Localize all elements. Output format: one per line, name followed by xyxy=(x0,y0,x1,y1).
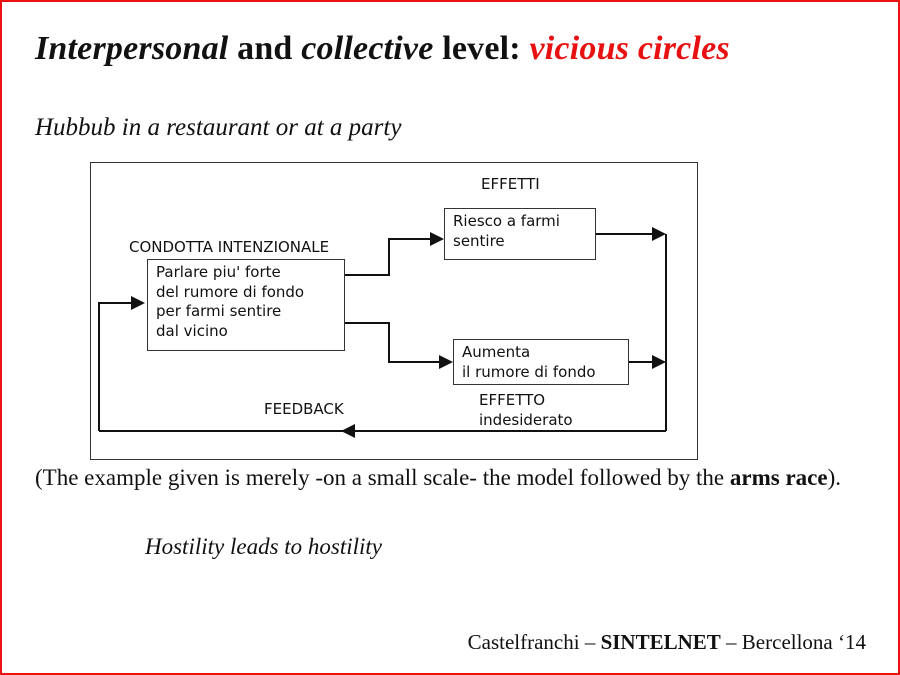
label-effetti: EFFETTI xyxy=(481,175,540,193)
box-intentional-conduct: Parlare piu' forte del rumore di fondo p… xyxy=(147,259,345,351)
note-prefix: (The example given is merely -on a small… xyxy=(35,465,730,490)
note-suffix: ). xyxy=(827,465,842,490)
arrow-conduct-to-undesired xyxy=(345,322,439,363)
footer-credit: Castelfranchi – SINTELNET – Bercellona ‘… xyxy=(468,630,866,655)
line-left-rail xyxy=(98,302,133,431)
arrowhead-into-undesired xyxy=(439,355,453,369)
slide-subtitle: Hubbub in a restaurant or at a party xyxy=(35,114,402,141)
slide-title: Interpersonal and collective level: vici… xyxy=(35,30,730,68)
footer-author: Castelfranchi – xyxy=(467,630,601,654)
arrow-conduct-to-desired xyxy=(345,238,430,276)
box-desired-effect: Riesco a farmi sentire xyxy=(444,208,596,260)
diagram-frame: EFFETTI CONDOTTA INTENZIONALE Parlare pi… xyxy=(90,162,698,460)
title-word-level: level: xyxy=(433,30,530,67)
footer-location: – Bercellona ‘14 xyxy=(720,630,866,654)
box-undesired-effect: Aumenta il rumore di fondo xyxy=(453,339,629,385)
arrowhead-feedback-left xyxy=(341,424,355,438)
diagram-arrows xyxy=(98,227,667,438)
title-word-collective: collective xyxy=(301,30,434,67)
title-word-and: and xyxy=(228,30,302,67)
label-feedback: FEEDBACK xyxy=(264,400,344,418)
arrowhead-into-desired xyxy=(430,232,444,246)
note-arms-race: arms race xyxy=(729,465,828,490)
footer-sintelnet: SINTELNET xyxy=(600,630,721,654)
label-effetto-indesiderato: EFFETTO indesiderato xyxy=(479,391,573,429)
arrowhead-undesired-out xyxy=(652,355,666,369)
note-paragraph: (The example given is merely -on a small… xyxy=(35,464,887,492)
title-word-interpersonal: Interpersonal xyxy=(35,30,229,67)
arrowhead-desired-out xyxy=(652,227,666,241)
hostility-line: Hostility leads to hostility xyxy=(145,534,383,559)
title-accent-vicious-circles: vicious circles xyxy=(529,30,730,67)
label-condotta-intenzionale: CONDOTTA INTENZIONALE xyxy=(129,238,330,256)
arrowhead-into-conduct xyxy=(131,296,145,310)
